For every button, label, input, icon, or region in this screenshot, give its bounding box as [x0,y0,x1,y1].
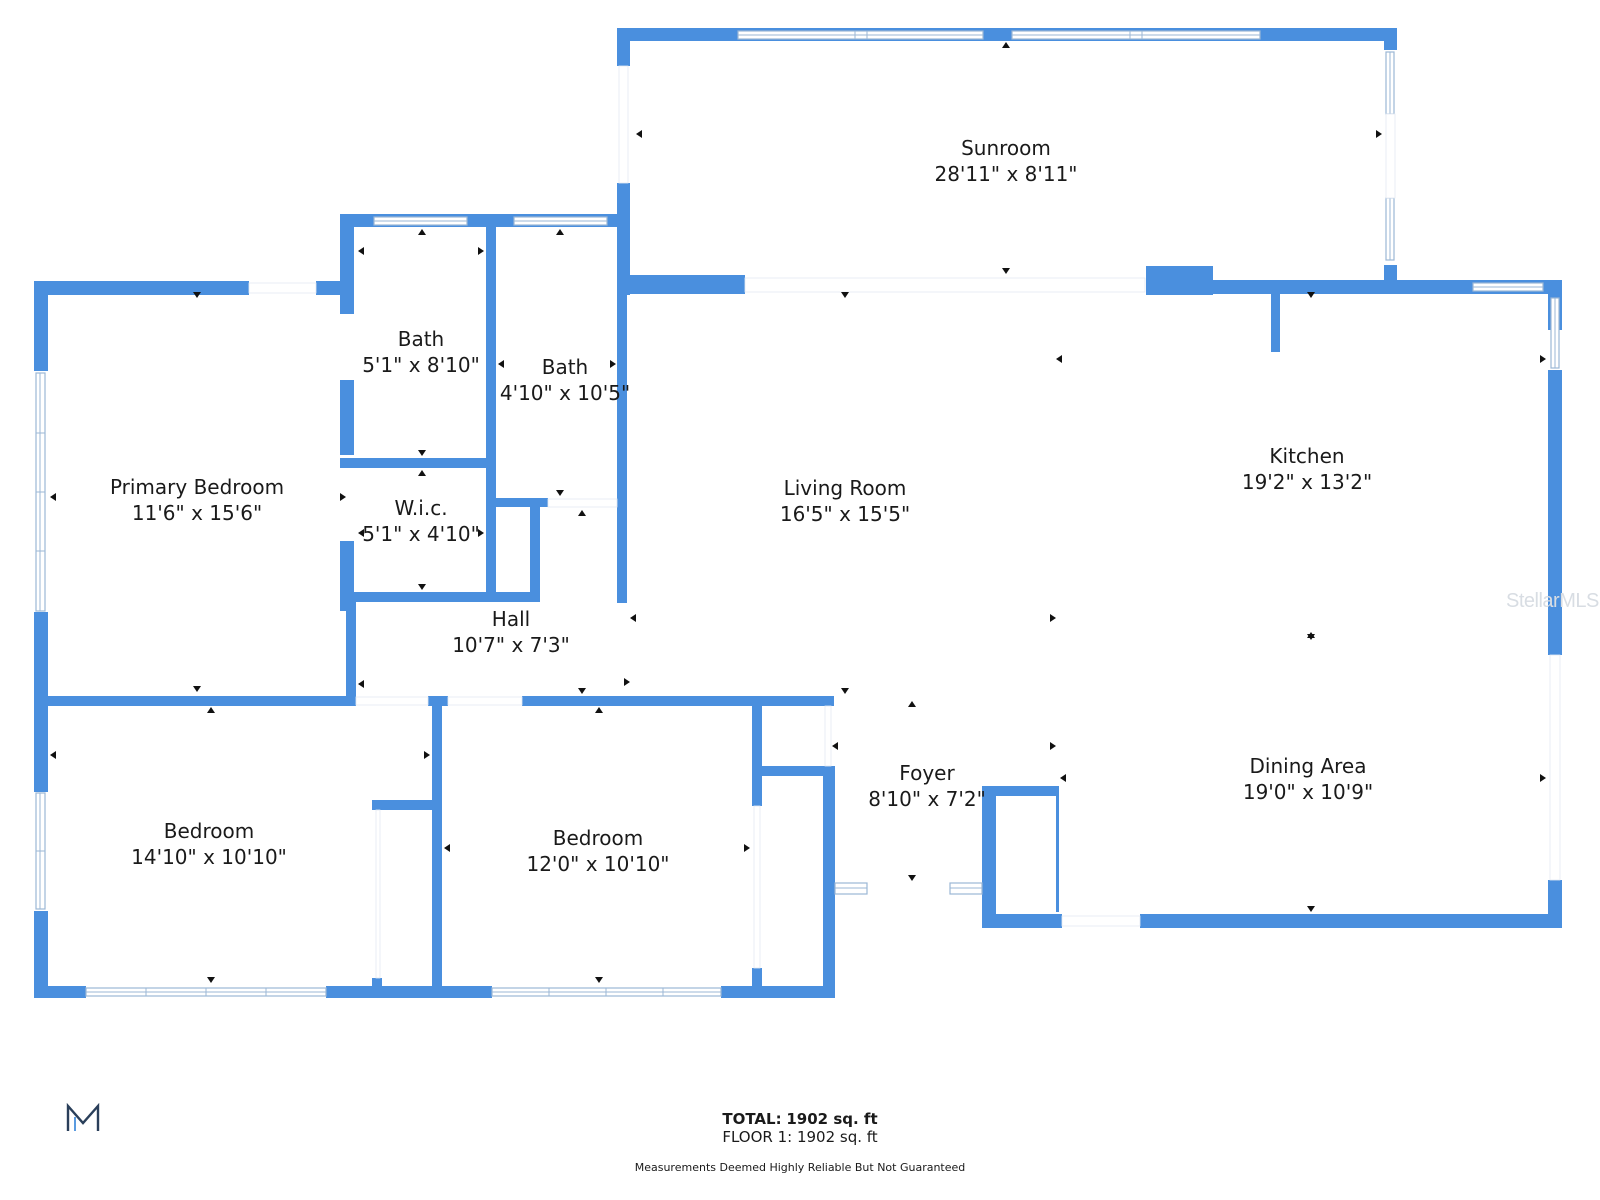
room-name: Sunroom [961,136,1051,160]
walls [34,28,1562,998]
room-dims: 5'1" x 4'10" [362,522,480,546]
room-wic: W.i.c. 5'1" x 4'10" [362,495,480,547]
room-primary-bedroom: Primary Bedroom 11'6" x 15'6" [110,474,284,526]
room-name: Bedroom [552,826,644,850]
windows [35,30,1560,997]
room-name: Dining Area [1249,754,1367,778]
total-value: 1902 sq. ft [786,1110,878,1128]
watermark: StellarMLS [1506,590,1599,612]
room-dims: 8'10" x 7'2" [868,787,986,811]
room-name: Bath [397,327,445,351]
openings [248,65,1561,979]
room-hall: Hall 10'7" x 7'3" [452,606,570,658]
room-dims: 19'0" x 10'9" [1242,780,1374,804]
room-kitchen: Kitchen 19'2" x 13'2" [1242,443,1372,495]
room-dims: 12'0" x 10'10" [526,852,670,876]
room-bedroom-2: Bedroom 12'0" x 10'10" [526,825,669,877]
room-foyer: Foyer 8'10" x 7'2" [868,760,986,812]
room-name: Living Room [783,476,907,500]
room-dims: 16'5" x 15'5" [779,502,911,526]
room-name: W.i.c. [394,496,448,520]
room-living-room: Living Room 16'5" x 15'5" [780,475,910,527]
total-area: TOTAL: 1902 sq. ft [0,1110,1600,1128]
room-dims: 28'11" x 8'11" [934,162,1078,186]
room-dims: 10'7" x 7'3" [452,633,570,657]
room-name: Foyer [899,761,955,785]
room-name: Bath [541,355,589,379]
room-bath-1: Bath 5'1" x 8'10" [362,326,480,378]
room-dims: 4'10" x 10'5" [499,381,631,405]
floor-area: FLOOR 1: 1902 sq. ft [722,1128,878,1146]
room-dims: 19'2" x 13'2" [1241,470,1373,494]
disclaimer: Measurements Deemed Highly Reliable But … [634,1161,966,1174]
room-dims: 14'10" x 10'10" [131,845,287,869]
room-dims: 11'6" x 15'6" [131,501,263,525]
room-dims: 5'1" x 8'10" [362,353,480,377]
room-dining-area: Dining Area 19'0" x 10'9" [1243,753,1373,805]
dimension-markers [50,42,1546,983]
total-label: TOTAL: [722,1110,782,1128]
room-name: Hall [491,607,531,631]
m-logo-icon [66,1103,100,1131]
room-name: Bedroom [163,819,255,843]
room-bedroom-1: Bedroom 14'10" x 10'10" [131,818,287,870]
room-sunroom: Sunroom 28'11" x 8'11" [934,135,1077,187]
room-bath-2: Bath 4'10" x 10'5" [500,354,630,406]
room-name: Primary Bedroom [109,475,285,499]
room-name: Kitchen [1269,444,1345,468]
